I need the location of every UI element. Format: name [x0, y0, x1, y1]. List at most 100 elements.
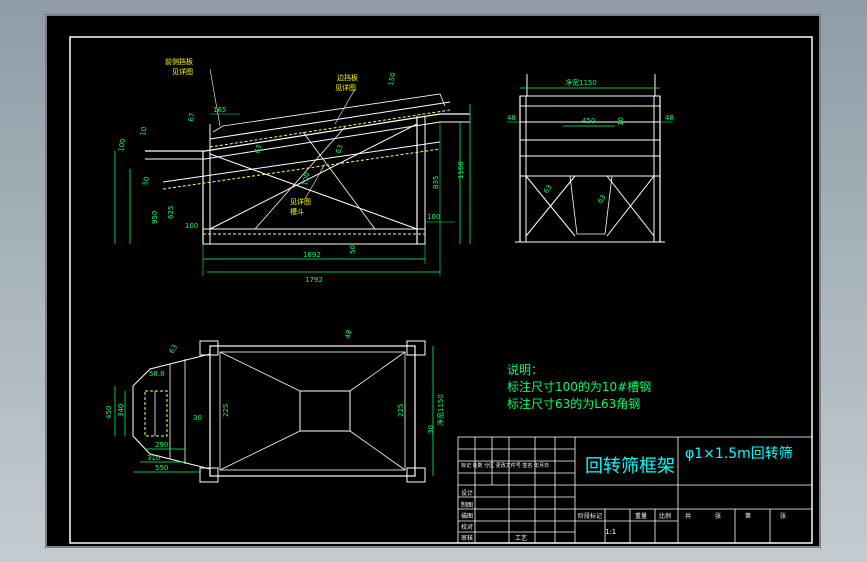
- side-hopper: [569, 175, 613, 235]
- dim-340: 340: [117, 404, 125, 417]
- dim-310: 310: [147, 454, 160, 462]
- tb-row-review: 审核: [461, 534, 473, 542]
- front-brace-d: [254, 126, 346, 230]
- tb-sheets-b: 张: [780, 512, 786, 520]
- drawing-spec: φ1×1.5m回转筛: [685, 446, 793, 462]
- notes-line-1: 标注尺寸100的为10#槽钢: [507, 379, 651, 394]
- leader-front-plate: [209, 68, 221, 127]
- tb-total: 共: [685, 512, 691, 520]
- dim-150: 150: [387, 72, 397, 87]
- dim-63-a: 63: [253, 144, 264, 155]
- drawing-sheet[interactable]: 前侧挡板 见详图 边挡板 见详图 见详图 槽斗 67 165 150 10 10…: [45, 14, 821, 548]
- title-block-frame: [457, 436, 813, 544]
- front-view: [114, 68, 471, 276]
- dim-165: 165: [213, 106, 226, 114]
- plan-hopper-edge-c: [219, 430, 301, 471]
- drawing-scale: 1:1: [605, 528, 616, 536]
- side-view: [507, 74, 673, 243]
- dim-100-left: 100: [117, 138, 127, 153]
- drawing-title: 回转筛框架: [585, 456, 675, 477]
- label-see-detail-3: 见详图: [290, 197, 311, 206]
- tb-row-draw: 制图: [461, 501, 473, 509]
- plan-view: [114, 340, 434, 483]
- plan-hopper-edge-a: [219, 351, 301, 392]
- front-mid-rail-hidden: [162, 148, 441, 190]
- drawing-canvas: 前侧挡板 见详图 边挡板 见详图 见详图 槽斗 67 165 150 10 10…: [45, 14, 821, 548]
- dim-10-side: 10: [617, 117, 625, 126]
- outer-border: [45, 14, 821, 548]
- leader-jig: [304, 163, 326, 200]
- side-brace-b: [525, 175, 576, 237]
- dim-48-right: 48: [665, 114, 674, 122]
- plan-hopper-edge-b: [349, 351, 406, 392]
- dim-48-left: 48: [507, 114, 516, 122]
- front-brace-a: [209, 153, 418, 230]
- dim-1792: 1792: [305, 276, 323, 284]
- notes-heading: 说明：: [507, 362, 543, 377]
- tb-stage-mark: 阶段标记: [578, 512, 602, 520]
- tb-row-check: 校对: [461, 523, 473, 531]
- plan-hopper-outlet: [299, 390, 351, 432]
- dim-58-8: 58.8: [149, 370, 165, 378]
- dim-63-b: 63: [334, 144, 345, 155]
- dim-100-mid: 100: [301, 172, 311, 187]
- front-top-beam-inner: [145, 121, 470, 160]
- side-top-rail: [519, 95, 661, 107]
- label-see-detail-1: 见详图: [172, 67, 193, 76]
- notes-line-2: 标注尺寸63的为L63角钢: [507, 396, 640, 411]
- dim-290: 290: [155, 441, 168, 449]
- plan-feed-opening: [144, 390, 168, 437]
- plan-corner-bl: [199, 467, 219, 483]
- tb-row-design: 设计: [461, 489, 473, 497]
- dim-10: 10: [139, 126, 148, 136]
- title-block: [457, 436, 813, 544]
- dim-450: 450: [582, 117, 595, 125]
- notes-block: 说明： 标注尺寸100的为10#槽钢 标注尺寸63的为L63角钢: [507, 362, 651, 411]
- dim-50-bottom: 50: [349, 245, 357, 254]
- plan-hopper-edge-d: [349, 430, 406, 471]
- dim-100-right: 100: [427, 213, 440, 221]
- plan-corner-br: [406, 467, 426, 483]
- tb-weight: 重量: [635, 512, 647, 520]
- front-upper-rail-hidden: [209, 109, 451, 148]
- dim-63-plan: 63: [168, 343, 179, 355]
- tb-header-small: 标记 处数 分区 更改文件号 签名 年月日: [461, 462, 549, 469]
- front-side-plate: [212, 93, 446, 133]
- dim-225-right: 225: [397, 404, 405, 417]
- dim-450-plan: 450: [105, 406, 113, 419]
- front-mid-rail: [162, 141, 441, 183]
- dim-1160: 1160: [457, 161, 465, 179]
- tb-ratio: 比例: [659, 512, 671, 520]
- label-jig: 槽斗: [290, 207, 304, 216]
- dim-67: 67: [187, 112, 196, 122]
- label-see-detail-2: 见详图: [335, 83, 356, 92]
- side-view-labels: 净宽1150 48 450 10 48 63 63: [507, 78, 674, 205]
- side-beam: [519, 155, 661, 177]
- plan-corner-tr: [406, 340, 426, 356]
- tb-nth: 第: [745, 512, 751, 520]
- dim-225-left: 225: [222, 404, 230, 417]
- inner-border: [69, 36, 813, 544]
- front-view-labels: 前侧挡板 见详图 边挡板 见详图 见详图 槽斗 67 165 150 10 10…: [117, 57, 465, 284]
- label-side-plate: 边挡板: [337, 73, 358, 82]
- dim-clear-1150: 净宽1150: [565, 78, 597, 87]
- dim-1692: 1692: [303, 251, 321, 259]
- leader-side-plate: [334, 88, 356, 125]
- dim-550: 550: [155, 464, 168, 472]
- plan-feed-chute: [132, 353, 211, 470]
- dim-50-left: 50: [141, 176, 151, 187]
- dim-63-side-a: 63: [542, 183, 554, 195]
- side-brace-d: [606, 175, 655, 237]
- side-lower-rail: [519, 139, 661, 157]
- dim-30-left: 30: [193, 414, 202, 422]
- plan-inner-frame: [219, 351, 406, 471]
- tb-sheets-a: 张: [715, 512, 721, 520]
- front-top-beam: [145, 113, 470, 152]
- plan-corner-tl: [199, 340, 219, 356]
- dim-63-side-b: 63: [596, 193, 608, 205]
- dim-950: 950: [151, 211, 159, 224]
- tb-row-trace: 描图: [461, 512, 473, 520]
- dim-30-right: 30: [427, 425, 435, 434]
- label-front-plate: 前侧挡板: [165, 57, 193, 66]
